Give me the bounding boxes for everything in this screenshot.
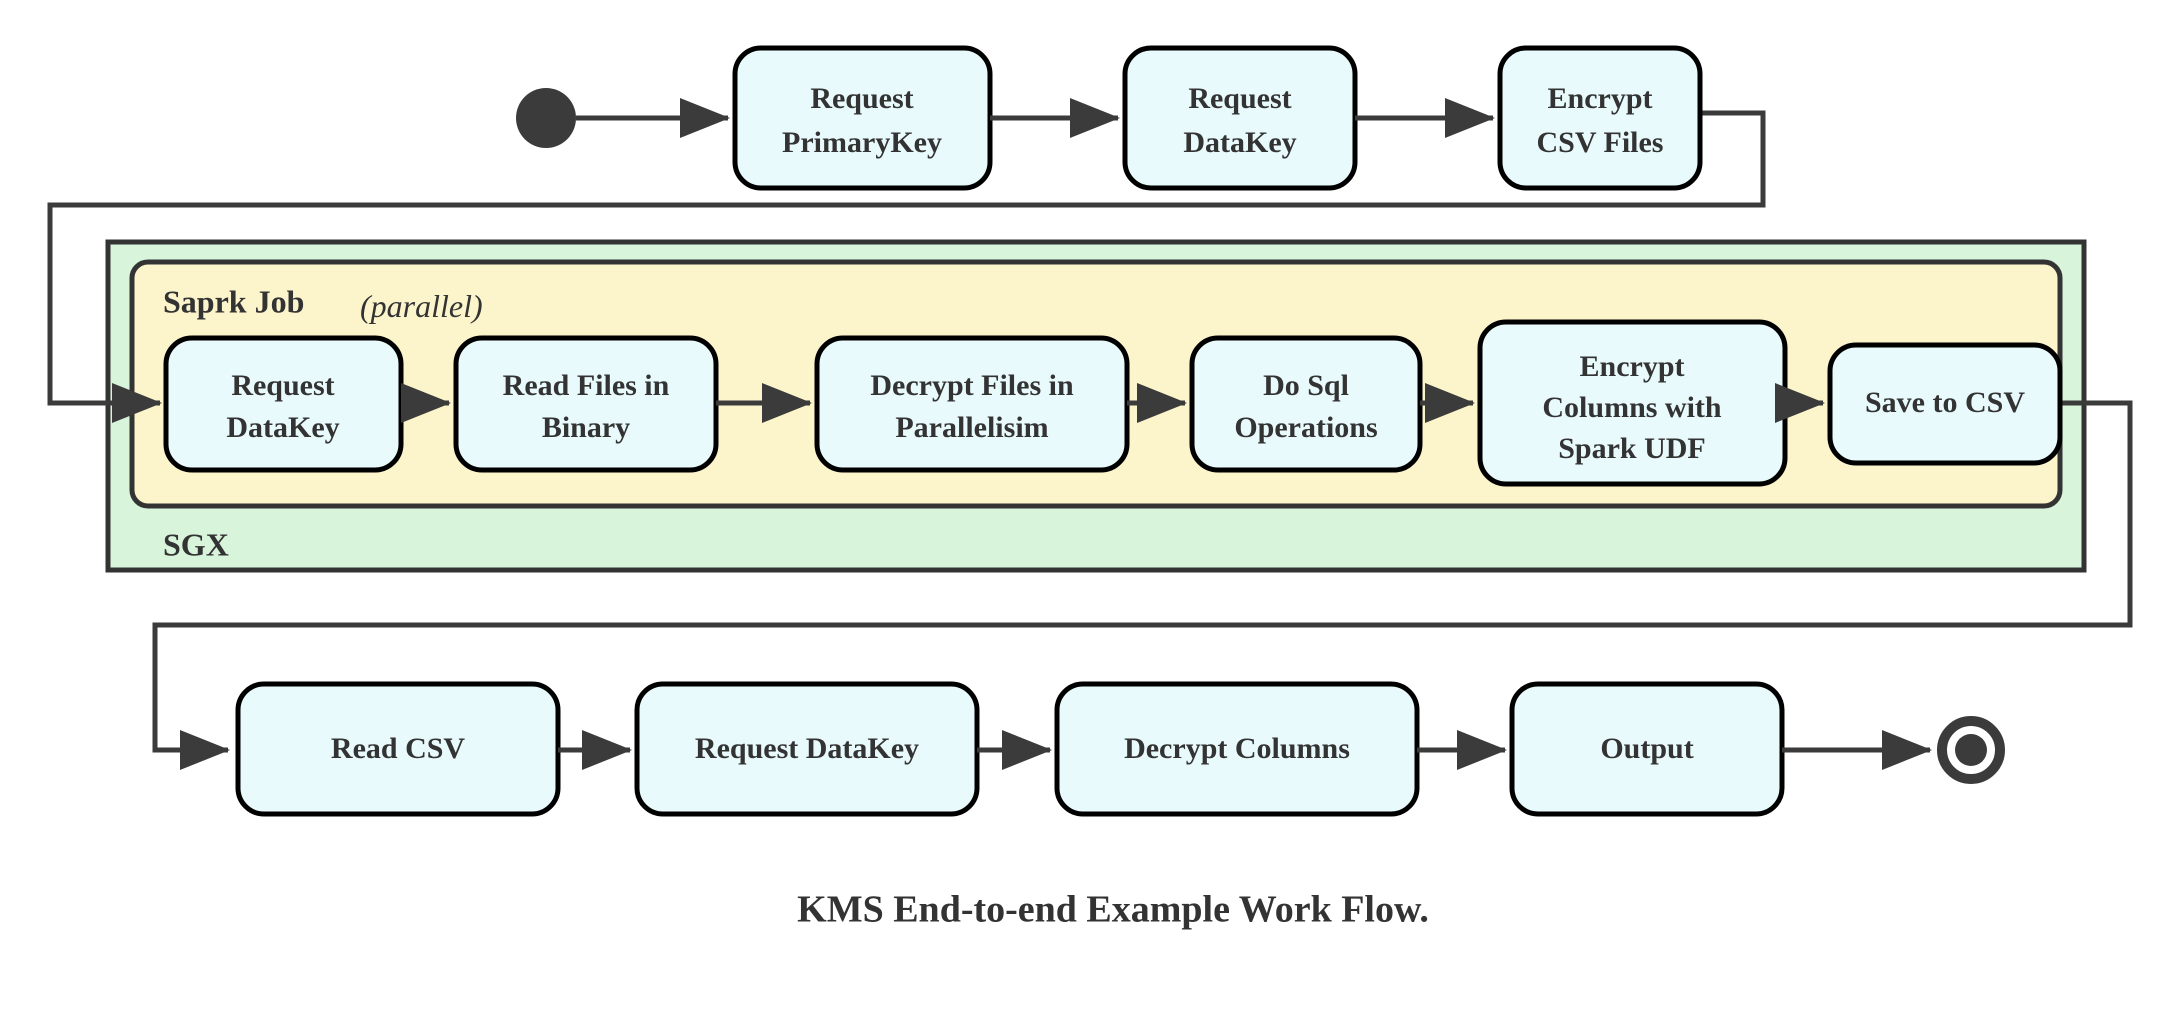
activity-label-line3: Spark UDF bbox=[1558, 432, 1706, 465]
activity-label-line2: Operations bbox=[1234, 411, 1377, 444]
activity-label-line2: DataKey bbox=[226, 411, 339, 444]
activity-label-line1: Request bbox=[810, 82, 913, 115]
activity-output[interactable]: Output bbox=[1509, 681, 1785, 817]
activity-label-line2: Columns with bbox=[1542, 391, 1722, 424]
initial-node bbox=[516, 88, 576, 148]
spark-job-container-label: Saprk Job bbox=[163, 283, 304, 319]
sgx-container-label: SGX bbox=[163, 526, 229, 562]
activity-encrypt-csv-files[interactable]: Encrypt CSV Files bbox=[1497, 45, 1703, 191]
activity-label-line1: Encrypt bbox=[1548, 82, 1653, 115]
activity-label-line1: Save to CSV bbox=[1865, 386, 2025, 419]
activity-request-datakey-spark[interactable]: Request DataKey bbox=[163, 335, 404, 473]
spark-job-parallel-modifier: (parallel) bbox=[360, 288, 483, 324]
activity-label-line2: DataKey bbox=[1183, 126, 1296, 159]
flow-encrypt-csv-to-spark bbox=[47, 110, 1766, 423]
activity-label-line2: Parallelisim bbox=[895, 411, 1048, 444]
activity-read-files-in-binary[interactable]: Read Files in Binary bbox=[453, 335, 719, 473]
activity-encrypt-columns-with-spark-udf[interactable]: Encrypt Columns with Spark UDF bbox=[1477, 319, 1788, 487]
activity-label-line1: Request bbox=[1188, 82, 1291, 115]
activity-label-line1: Read CSV bbox=[331, 732, 466, 765]
activity-label-line2: PrimaryKey bbox=[782, 126, 942, 159]
activity-request-datakey-top[interactable]: Request DataKey bbox=[1122, 45, 1358, 191]
activity-label-line2: Binary bbox=[542, 411, 630, 444]
activity-label-line1: Do Sql bbox=[1263, 369, 1349, 402]
activity-decrypt-files-in-parallelisim[interactable]: Decrypt Files in Parallelisim bbox=[814, 335, 1130, 473]
activity-label-line2: CSV Files bbox=[1537, 126, 1664, 159]
activity-label-line1: Decrypt Columns bbox=[1124, 732, 1350, 765]
activity-decrypt-columns[interactable]: Decrypt Columns bbox=[1054, 681, 1420, 817]
activity-read-csv[interactable]: Read CSV bbox=[235, 681, 561, 817]
activity-label-line1: Encrypt bbox=[1580, 350, 1685, 383]
activity-do-sql-operations[interactable]: Do Sql Operations bbox=[1189, 335, 1423, 473]
final-node bbox=[1937, 716, 2005, 784]
activity-request-datakey-bottom[interactable]: Request DataKey bbox=[634, 681, 980, 817]
activity-label-line1: Request bbox=[231, 369, 334, 402]
diagram-caption: KMS End-to-end Example Work Flow. bbox=[797, 889, 1429, 931]
activity-request-primarykey[interactable]: Request PrimaryKey bbox=[732, 45, 993, 191]
flow-save-csv-to-read-csv bbox=[152, 400, 2133, 770]
activity-label-line1: Read Files in bbox=[503, 369, 670, 402]
activity-label-line1: Output bbox=[1600, 732, 1693, 765]
activity-label-line1: Request DataKey bbox=[695, 732, 919, 765]
activity-save-to-csv[interactable]: Save to CSV bbox=[1827, 342, 2063, 466]
activity-label-line1: Decrypt Files in bbox=[870, 369, 1074, 402]
